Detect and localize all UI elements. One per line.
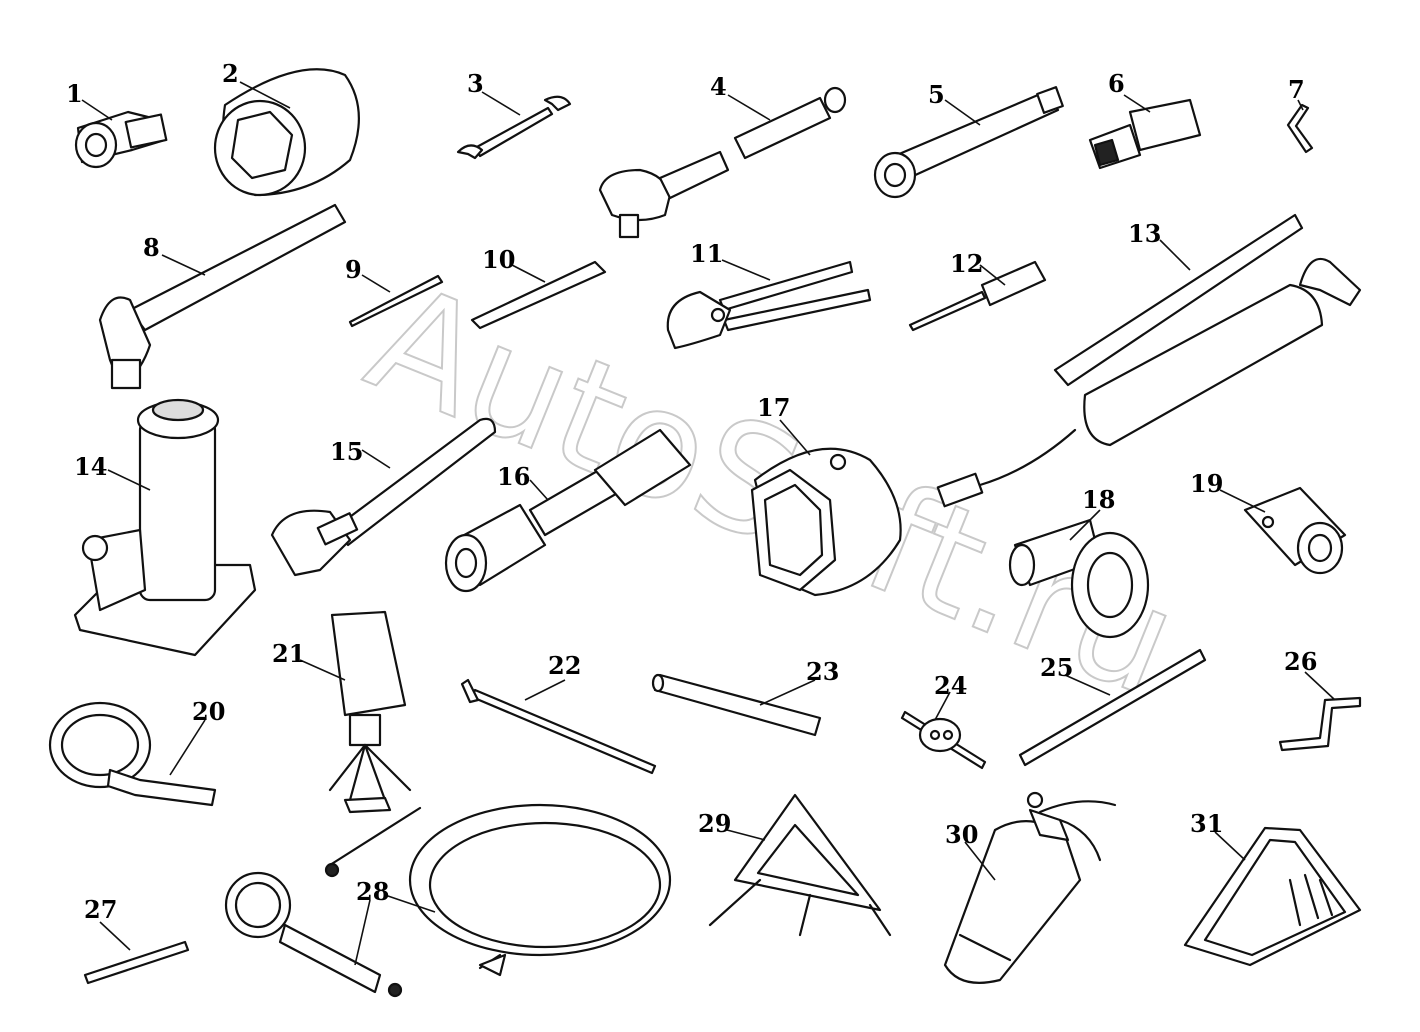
callout-4: 4 [710, 72, 727, 101]
grease-gun-icon [936, 213, 1362, 508]
callout-10: 10 [482, 245, 515, 274]
adjustable-wrench-icon [270, 417, 497, 577]
chisel-icon [470, 260, 607, 330]
bottle-jack-icon [73, 398, 257, 657]
callout-16: 16 [497, 462, 530, 491]
leader-lines [81, 81, 1336, 966]
callout-11: 11 [690, 239, 723, 268]
callout-13: 13 [1128, 219, 1161, 248]
tire-inflator-hose-icon [224, 803, 672, 998]
callout-1: 1 [66, 79, 83, 108]
callout-29: 29 [698, 809, 731, 838]
socket-adapter-icon [74, 110, 168, 169]
callout-25: 25 [1040, 653, 1073, 682]
hex-key-icon [1286, 103, 1314, 154]
socket-head-icon [1243, 486, 1347, 575]
callout-3: 3 [467, 69, 484, 98]
crank-handle-icon [1278, 696, 1362, 752]
callout-31: 31 [1190, 809, 1223, 838]
callout-19: 19 [1190, 469, 1223, 498]
slotted-nut-wrench-icon [1008, 518, 1150, 639]
large-hex-socket-icon [213, 68, 360, 197]
callout-23: 23 [806, 657, 839, 686]
callout-9: 9 [345, 255, 362, 284]
callout-21: 21 [272, 639, 305, 668]
screwdriver-icon [908, 260, 1047, 332]
tommy-bar-icon [1018, 648, 1207, 767]
callout-6: 6 [1108, 69, 1125, 98]
callout-30: 30 [945, 820, 978, 849]
punch-icon [348, 274, 444, 328]
callout-8: 8 [143, 233, 160, 262]
wheel-chock-icon [1183, 826, 1362, 967]
callout-22: 22 [548, 651, 581, 680]
callout-28: 28 [356, 877, 389, 906]
extension-socket-icon [873, 86, 1064, 199]
universal-joint-icon [1088, 98, 1202, 170]
pump-coupling-icon [900, 710, 987, 770]
callout-20: 20 [192, 697, 225, 726]
callout-14: 14 [74, 452, 107, 481]
pry-bar-icon [460, 678, 657, 775]
valve-extension-icon [83, 940, 190, 985]
hub-nut-socket-icon [750, 447, 902, 597]
portable-lamp-icon [328, 610, 412, 814]
callout-7: 7 [1288, 75, 1305, 104]
callout-27: 27 [84, 895, 117, 924]
warning-triangle-icon [708, 793, 892, 937]
fire-extinguisher-icon [943, 791, 1117, 984]
hammer-icon [98, 203, 347, 390]
wheel-nut-wrench-icon [444, 428, 692, 593]
filter-strap-wrench-icon [48, 701, 217, 807]
open-end-wrench-icon [456, 95, 572, 160]
tube-bar-icon [651, 673, 822, 737]
callout-2: 2 [222, 59, 239, 88]
callout-24: 24 [934, 671, 967, 700]
callout-15: 15 [330, 437, 363, 466]
callout-5: 5 [928, 80, 945, 109]
callout-18: 18 [1082, 485, 1115, 514]
pliers-icon [666, 260, 872, 350]
callout-labels: 1 2 3 4 5 6 7 8 9 10 11 12 13 14 15 16 1… [66, 59, 1317, 924]
ratchet-handle-icon [598, 86, 847, 239]
callout-17: 17 [757, 393, 790, 422]
callout-12: 12 [950, 249, 983, 278]
callout-26: 26 [1284, 647, 1317, 676]
